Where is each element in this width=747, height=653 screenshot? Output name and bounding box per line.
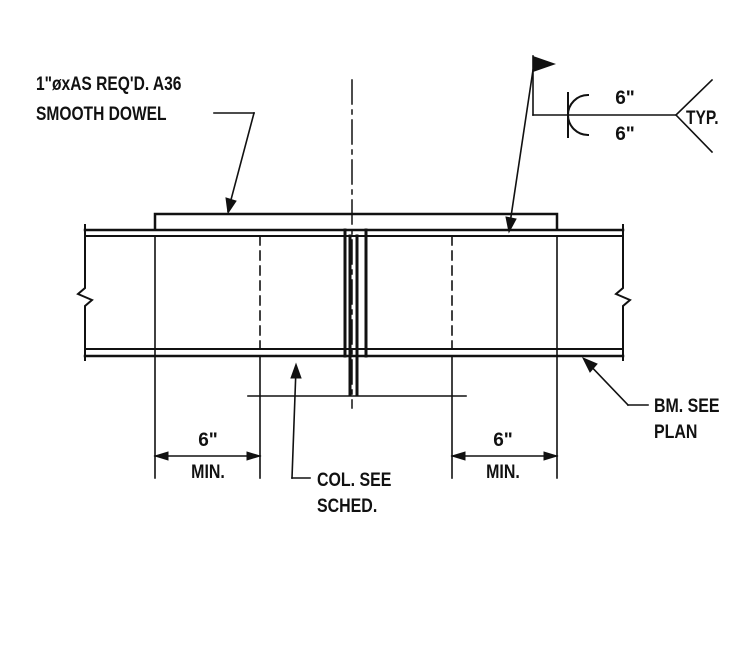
dim-left-min: MIN. [191,461,225,483]
beam-label-line-2: PLAN [654,421,697,443]
arrowhead [153,451,169,461]
break-line-right [614,224,632,361]
weld-size-top: 6" [615,88,635,109]
weld-tail-upper [674,78,714,117]
weld-arrow-line [508,69,534,231]
arrowhead [581,357,598,373]
dowel-bar [153,212,559,230]
dowel-label-line-1: 1"øxAS REQ'D. A36 [36,73,182,95]
weld-symbol-arc [567,93,590,137]
column-label-line-1: COL. SEE [317,469,392,491]
dim-right-min: MIN. [486,461,520,483]
weld-tail-lower [674,113,714,154]
dowel-label-line-2: SMOOTH DOWEL [36,103,167,125]
linework [76,55,714,479]
arrowhead [225,197,237,215]
dim-right-value: 6" [493,430,513,451]
column-leader [291,367,297,479]
arrowhead [290,362,302,379]
arrowhead [246,451,262,461]
dowel-leader [227,112,255,212]
arrowhead [543,451,559,461]
weld-size-bottom: 6" [615,124,635,145]
column-label-line-2: SCHED. [317,495,377,517]
flag-icon [533,56,556,72]
arrowhead [450,451,466,461]
dim-left-value: 6" [198,430,218,451]
break-line-left [76,224,94,361]
typ-label: TYP. [686,107,719,129]
arrowhead [505,216,517,234]
labels: 1"øxAS REQ'D. A36 SMOOTH DOWEL 6" 6" TYP… [36,73,720,517]
beam-label-line-1: BM. SEE [654,395,720,417]
